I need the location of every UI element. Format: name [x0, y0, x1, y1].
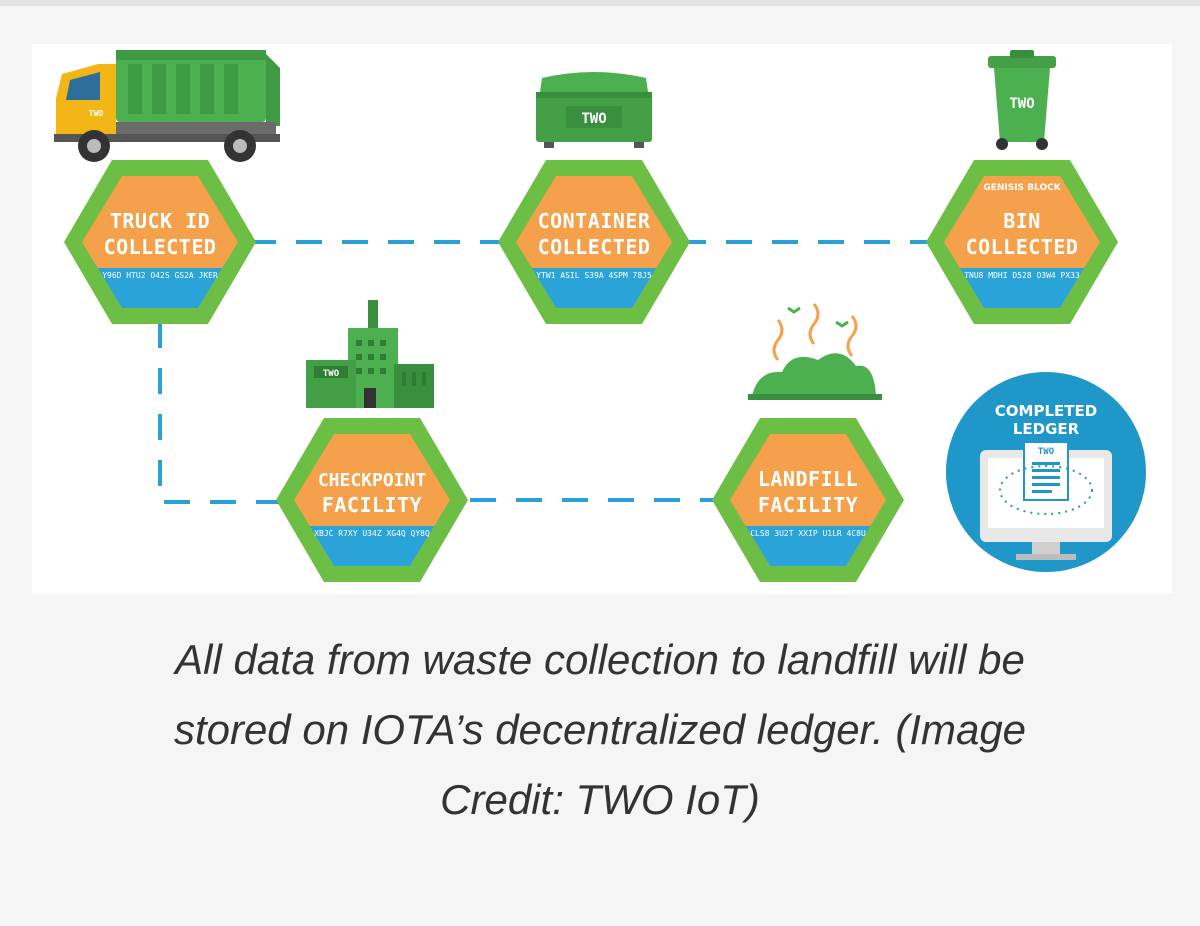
truck-logo-text: TWO — [89, 109, 104, 118]
dumpster-icon: TWO — [536, 72, 652, 148]
truck-title-line1: TRUCK ID — [110, 209, 210, 233]
image-caption: All data from waste collection to landfi… — [0, 625, 1200, 835]
landfill-title-line1: LANDFILL — [758, 467, 858, 491]
wheelie-bin-icon: TWO — [988, 50, 1056, 150]
diagram-panel: TWO TWO TWO TWO — [32, 44, 1172, 594]
factory-icon: TWO — [306, 300, 434, 408]
bin-title-line1: BIN — [1003, 209, 1041, 233]
bin-genesis-label: GENISIS BLOCK — [983, 183, 1061, 193]
ledger-title-line1: COMPLETED — [995, 402, 1097, 420]
ledger-orbit — [999, 465, 1093, 515]
bin-hash-code: TNU8 MDHI D528 O3W4 PX33 — [964, 271, 1080, 280]
landfill-hash-code: CLS8 3U2T XXIP U1LR 4C8U — [750, 529, 866, 538]
container-title-line2: COLLECTED — [538, 235, 651, 259]
ledger-document-logo: TWO — [1038, 447, 1055, 457]
garbage-truck-icon: TWO — [54, 50, 280, 162]
hex-bin-collected: GENISIS BLOCK BIN COLLECTED TNU8 MDHI D5… — [926, 160, 1118, 324]
caption-line3: Credit: TWO IoT) — [440, 776, 760, 823]
hex-truck-id-collected: TRUCK ID COLLECTED Y96D HTU2 O42S GS2A J… — [64, 160, 256, 324]
landfill-title-line2: FACILITY — [758, 493, 858, 517]
factory-logo-text: TWO — [323, 369, 340, 379]
connector-truck-checkpoint — [158, 322, 280, 504]
top-border — [0, 0, 1200, 6]
connector-lines — [158, 240, 936, 504]
hex-container-collected: CONTAINER COLLECTED YTW1 ASIL S39A 4SPM … — [498, 160, 690, 324]
checkpoint-hash-code: XBJC R7XY U34Z XG4Q QY8Q — [314, 529, 430, 538]
caption-line2: stored on IOTA’s decentralized ledger. (… — [173, 706, 1027, 753]
completed-ledger-badge: COMPLETED LEDGER TWO — [946, 372, 1146, 572]
landfill-pile-icon — [748, 303, 882, 400]
hex-checkpoint-facility: CHECKPOINT FACILITY XBJC R7XY U34Z XG4Q … — [276, 418, 468, 582]
container-title-line1: CONTAINER — [538, 209, 651, 233]
hex-landfill-facility: LANDFILL FACILITY CLS8 3U2T XXIP U1LR 4C… — [712, 418, 904, 582]
bin-title-line2: COLLECTED — [966, 235, 1079, 259]
ledger-title-line2: LEDGER — [1013, 420, 1080, 438]
caption-line1: All data from waste collection to landfi… — [175, 636, 1025, 683]
waste-flow-diagram: TWO TWO TWO TWO — [54, 50, 1146, 582]
truck-title-line2: COLLECTED — [104, 235, 217, 259]
checkpoint-title-line2: FACILITY — [322, 493, 422, 517]
ledger-document-icon: TWO — [1023, 441, 1069, 501]
container-hash-code: YTW1 ASIL S39A 4SPM 78J5 — [536, 271, 652, 280]
container-logo-text: TWO — [581, 111, 606, 127]
bin-logo-text: TWO — [1009, 96, 1034, 112]
checkpoint-title-line1: CHECKPOINT — [318, 470, 427, 491]
truck-hash-code: Y96D HTU2 O42S GS2A JKER — [102, 271, 218, 280]
